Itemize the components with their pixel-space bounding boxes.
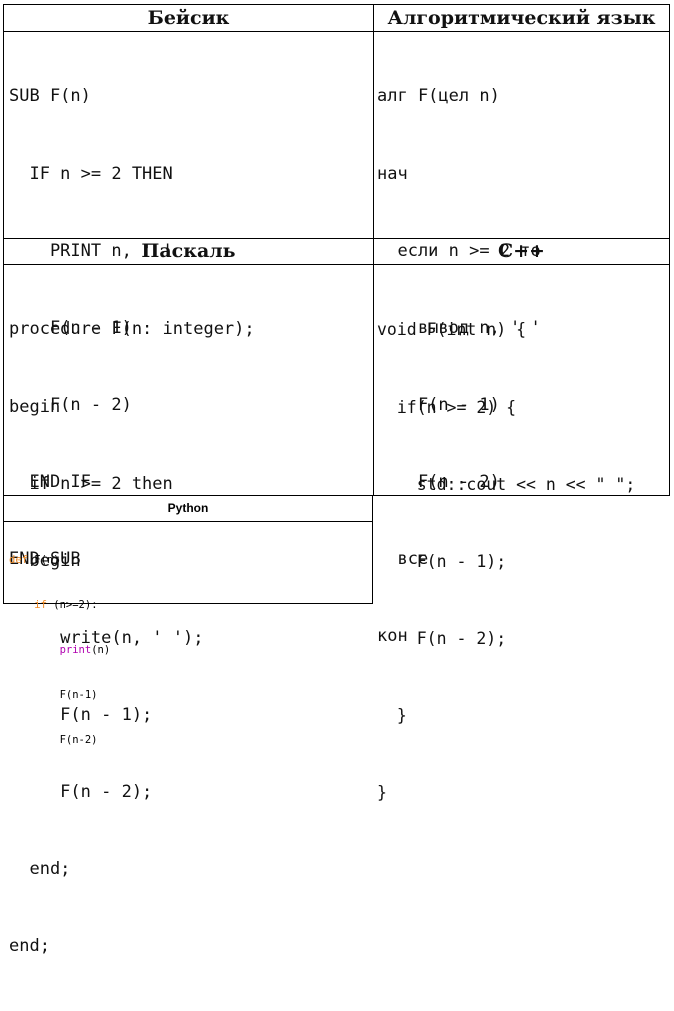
header-divider-top	[4, 31, 669, 32]
code-line: END IF	[9, 471, 91, 492]
code-line: F(n-1)	[9, 689, 98, 701]
algorithmic-code: алг F(цел n) нач если n >= 2 то вывод n,…	[377, 33, 541, 701]
code-line: F(n - 1);	[377, 551, 507, 571]
code-line: алг F(цел n)	[377, 86, 500, 107]
code-line: if (n>=2):	[9, 598, 110, 613]
code-text: (n>=2):	[46, 599, 98, 611]
header-python: Python	[4, 496, 372, 522]
header-pascal: Паскаль	[141, 240, 236, 262]
column-divider	[373, 5, 374, 495]
code-line: END SUB	[9, 548, 81, 569]
code-line: все	[377, 548, 429, 569]
header-basic: Бейсик	[147, 7, 230, 29]
code-line: вывод n, ' '	[377, 317, 541, 338]
code-line: end;	[9, 936, 50, 957]
code-line: void F(int n) {	[377, 320, 527, 340]
code-line: end;	[9, 859, 71, 880]
keyword-def: def	[9, 554, 28, 566]
header-cpp: C++	[498, 240, 545, 262]
code-text: (n)	[91, 644, 111, 656]
code-comparison-table: Бейсик Алгоритмический язык Паскаль C++ …	[3, 4, 670, 956]
header-algorithmic: Алгоритмический язык	[387, 7, 656, 29]
code-text: F(n):	[27, 554, 66, 566]
cpp-code: void F(int n) { if(n >= 2) { std::cout <…	[377, 266, 635, 857]
code-line: def F(n):	[9, 553, 110, 568]
code-line: std::cout << n << " ";	[377, 474, 636, 494]
code-line: procedure F(n: integer);	[9, 319, 255, 340]
indent	[9, 599, 34, 611]
header-divider-bottom	[4, 264, 669, 265]
code-line: if n >= 2 then	[9, 473, 173, 494]
code-line: if(n >= 2) {	[377, 397, 517, 417]
code-line: IF n >= 2 THEN	[9, 163, 173, 184]
code-line: }	[377, 782, 387, 802]
python-code: def F(n): if (n>=2): print(n) F(n-1) F(n…	[9, 523, 110, 778]
code-line: }	[377, 705, 407, 725]
code-line: F(n - 1)	[377, 394, 500, 415]
code-line: F(n - 2);	[9, 781, 153, 802]
code-line: begin	[9, 396, 61, 417]
code-line: print(n)	[9, 643, 111, 658]
code-line: F(n - 2)	[9, 394, 132, 415]
code-line: F(n - 2);	[377, 628, 507, 648]
code-line: F(n - 1)	[9, 317, 132, 338]
code-line: PRINT n, ' '	[9, 240, 173, 261]
builtin-print: print	[59, 644, 92, 656]
indent	[9, 644, 60, 656]
code-line: SUB F(n)	[9, 86, 91, 107]
code-line: F(n - 2)	[377, 471, 500, 492]
code-line: F(n-2)	[9, 734, 98, 746]
code-line: begin	[9, 550, 81, 571]
python-panel: Python def F(n): if (n>=2): print(n) F(n…	[3, 496, 373, 746]
code-line: если n >= 2 то	[377, 240, 541, 261]
keyword-if: if	[34, 599, 47, 611]
code-line: нач	[377, 163, 408, 184]
row-divider	[4, 238, 669, 239]
basic-code: SUB F(n) IF n >= 2 THEN PRINT n, ' ' F(n…	[9, 33, 173, 624]
